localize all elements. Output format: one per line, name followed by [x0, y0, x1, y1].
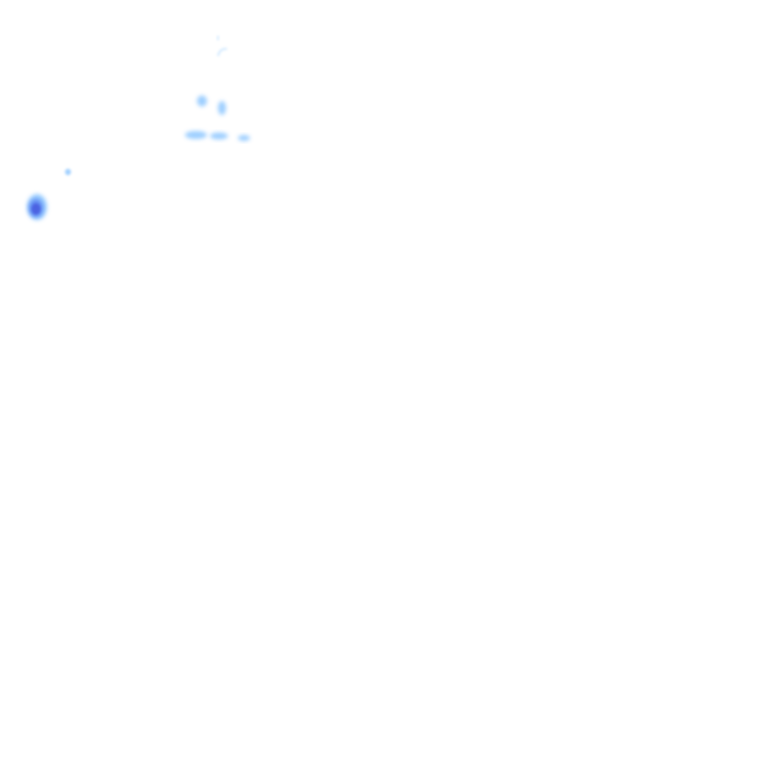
left-drop-mark: [197, 95, 207, 107]
blue-blob-core-mark: [31, 203, 41, 215]
upper-hook-mark: [217, 47, 228, 57]
small-dot-mark: [65, 168, 71, 176]
right-drop-mark: [218, 101, 226, 115]
upper-wisp-mark: [216, 35, 220, 41]
streak-right-mark: [238, 135, 250, 141]
streak-left-mark: [185, 131, 207, 139]
streak-middle-mark: [210, 132, 228, 140]
